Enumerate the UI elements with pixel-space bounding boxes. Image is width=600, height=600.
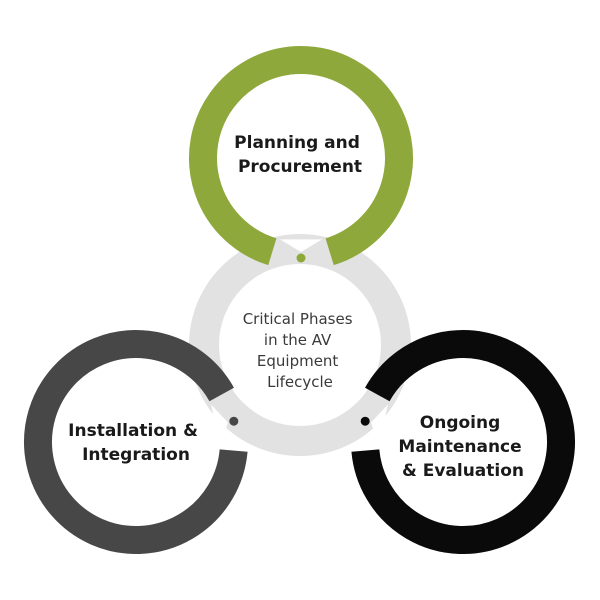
phase-label-planning-line-2: Procurement bbox=[238, 157, 362, 177]
phase-dot-maintenance bbox=[360, 416, 370, 426]
phase-label-maintenance: Ongoing Maintenance & Evaluation bbox=[398, 413, 527, 481]
phase-planning-procurement: Planning and Procurement bbox=[189, 46, 413, 266]
phase-label-installation-line-1: Installation & bbox=[68, 421, 198, 441]
phase-maintenance-evaluation: Ongoing Maintenance & Evaluation bbox=[351, 330, 575, 554]
phase-ring-installation bbox=[24, 330, 248, 554]
center-label-line-4: Lifecycle bbox=[267, 373, 333, 391]
phase-installation-integration: Installation & Integration bbox=[24, 330, 248, 554]
center-label-line-2: in the AV bbox=[264, 331, 332, 349]
phase-label-maintenance-line-1: Ongoing bbox=[420, 413, 501, 433]
phase-label-installation-line-2: Integration bbox=[82, 445, 190, 465]
phase-label-planning: Planning and Procurement bbox=[234, 133, 366, 177]
center-label-line-1: Critical Phases bbox=[243, 310, 353, 328]
center-phase-group: Critical Phases in the AV Equipment Life… bbox=[189, 234, 411, 456]
phase-label-planning-line-1: Planning and bbox=[234, 133, 360, 153]
phase-dot-installation bbox=[229, 416, 239, 426]
phase-ring-maintenance bbox=[351, 330, 575, 554]
center-label-line-3: Equipment bbox=[257, 352, 339, 370]
phase-dot-planning bbox=[296, 253, 306, 263]
phase-ring-pointer-maintenance bbox=[371, 404, 388, 446]
phase-label-installation: Installation & Integration bbox=[68, 421, 204, 465]
phase-ring-pointer-installation bbox=[211, 404, 228, 446]
phase-ring-planning bbox=[189, 46, 413, 266]
center-label: Critical Phases in the AV Equipment Life… bbox=[243, 310, 358, 391]
phase-label-maintenance-line-2: Maintenance bbox=[398, 437, 521, 457]
phase-label-maintenance-line-3: & Evaluation bbox=[402, 461, 524, 481]
phase-ring-pointer-planning bbox=[280, 239, 322, 252]
